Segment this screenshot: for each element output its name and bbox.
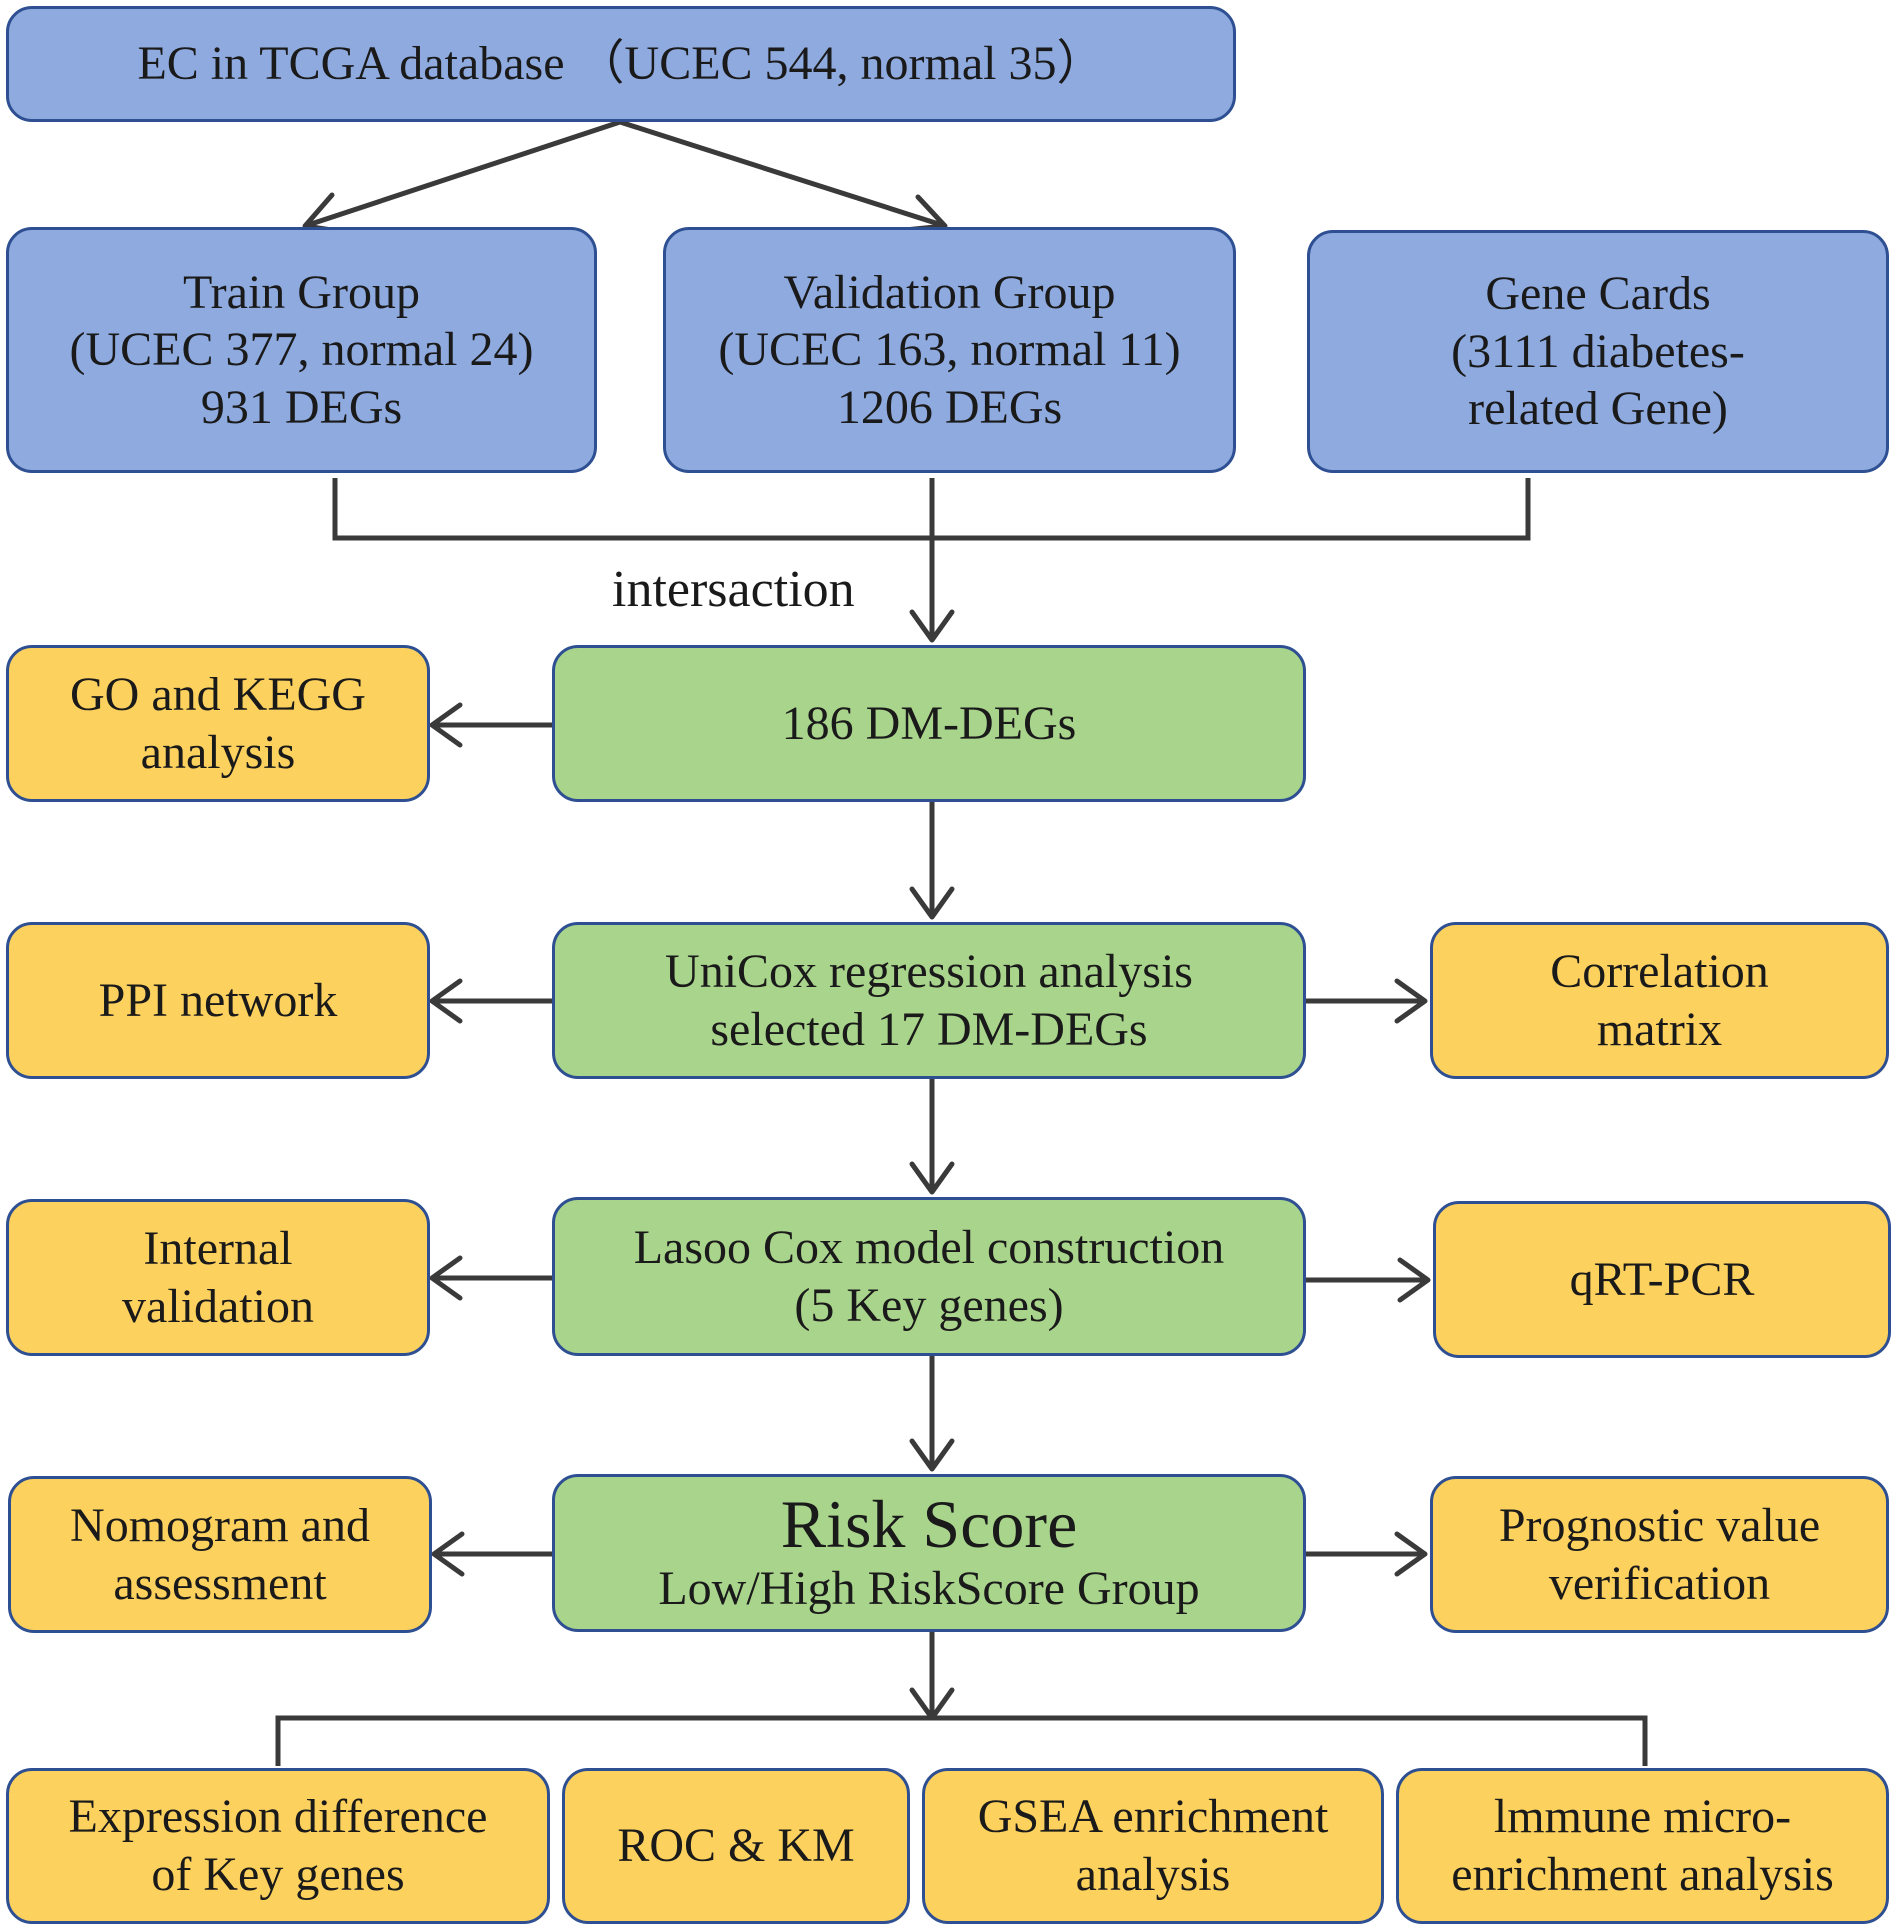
arrowhead-dmdegs	[909, 609, 955, 643]
arrowhead-correlation	[1394, 978, 1428, 1024]
node-text: assessment	[113, 1556, 327, 1610]
arrowhead-unicox	[909, 886, 955, 920]
node-text: 1206 DEGs	[836, 380, 1063, 434]
node-title: Risk Score	[780, 1485, 1078, 1562]
arrow-tcga-to-train	[305, 119, 621, 229]
node-text: Validation Group	[783, 265, 1116, 319]
node-train-group: Train Group (UCEC 377, normal 24) 931 DE…	[6, 227, 597, 473]
node-text: UniCox regression analysis	[665, 944, 1193, 998]
node-text: related Gene)	[1468, 382, 1728, 436]
node-internal-validation: Internal validation	[6, 1199, 430, 1356]
node-lasso-cox: Lasoo Cox model construction (5 Key gene…	[552, 1197, 1306, 1356]
node-risk-score: Risk Score Low/High RiskScore Group	[552, 1474, 1306, 1632]
node-unicox: UniCox regression analysis selected 17 D…	[552, 922, 1306, 1079]
node-text: Prognostic value	[1498, 1498, 1821, 1552]
node-text: of Key genes	[151, 1848, 405, 1901]
node-text: 931 DEGs	[200, 380, 403, 434]
arrowhead-lasso	[909, 1161, 955, 1195]
arrowhead-prognostic	[1394, 1531, 1428, 1577]
node-text: GO and KEGG	[70, 667, 366, 721]
edge-label-intersaction: intersaction	[612, 561, 855, 618]
connector-bottom-branch	[275, 1715, 1648, 1766]
arrowheads	[302, 192, 1431, 1721]
node-immune: lmmune micro- enrichment analysis	[1396, 1768, 1889, 1924]
node-text: Correlation	[1550, 944, 1769, 998]
arrowhead-internal	[429, 1255, 463, 1301]
node-text: validation	[122, 1279, 314, 1333]
node-dm-degs: 186 DM-DEGs	[552, 645, 1306, 802]
node-correlation-matrix: Correlation matrix	[1430, 922, 1889, 1079]
node-text: Nomogram and	[70, 1498, 370, 1552]
arrowhead-ppi	[429, 978, 463, 1024]
node-text: PPI network	[98, 973, 338, 1027]
node-text: Train Group	[183, 265, 420, 319]
node-qrt-pcr: qRT-PCR	[1433, 1201, 1891, 1358]
node-prognostic-value: Prognostic value verification	[1430, 1476, 1889, 1633]
node-tcga: EC in TCGA database （UCEC 544, normal 35…	[6, 6, 1236, 122]
node-text: Expression difference	[68, 1790, 488, 1844]
node-nomogram: Nomogram and assessment	[8, 1476, 432, 1633]
node-text: Lasoo Cox model construction	[633, 1220, 1225, 1274]
node-validation-group: Validation Group (UCEC 163, normal 11) 1…	[663, 227, 1236, 473]
node-text: (UCEC 377, normal 24)	[69, 323, 534, 377]
arrow-tcga-to-validation	[619, 119, 946, 229]
node-gene-cards: Gene Cards (3111 diabetes- related Gene)	[1307, 230, 1889, 473]
arrowhead-bottom	[909, 1687, 955, 1721]
arrowhead-nomogram	[431, 1531, 465, 1577]
node-text: lmmune micro-	[1493, 1790, 1792, 1844]
node-go-kegg: GO and KEGG analysis	[6, 645, 430, 802]
node-gsea: GSEA enrichment analysis	[922, 1768, 1384, 1924]
node-text: Internal	[143, 1221, 293, 1275]
node-text: matrix	[1596, 1002, 1723, 1056]
node-text: ROC & KM	[617, 1819, 855, 1873]
node-text: EC in TCGA database （UCEC 544, normal 35…	[137, 37, 1105, 91]
arrowhead-riskscore	[909, 1438, 955, 1472]
node-text: selected 17 DM-DEGs	[710, 1002, 1148, 1056]
node-text: (5 Key genes)	[794, 1278, 1064, 1332]
node-roc-km: ROC & KM	[562, 1768, 910, 1924]
node-expression-difference: Expression difference of Key genes	[6, 1768, 550, 1924]
node-text: verification	[1548, 1556, 1771, 1610]
node-text: (UCEC 163, normal 11)	[718, 323, 1181, 377]
arrowhead-gokegg	[429, 702, 463, 748]
node-text: analysis	[140, 725, 296, 779]
arrowhead-qrtpcr	[1397, 1257, 1431, 1303]
node-text: enrichment analysis	[1451, 1848, 1834, 1901]
node-text: Gene Cards	[1485, 267, 1711, 321]
node-text: qRT-PCR	[1569, 1252, 1755, 1306]
node-ppi-network: PPI network	[6, 922, 430, 1079]
node-text: Low/High RiskScore Group	[658, 1561, 1200, 1615]
node-text: analysis	[1075, 1848, 1231, 1901]
node-text: (3111 diabetes-	[1451, 324, 1745, 378]
node-text: GSEA enrichment	[977, 1790, 1329, 1844]
node-text: 186 DM-DEGs	[781, 696, 1077, 750]
